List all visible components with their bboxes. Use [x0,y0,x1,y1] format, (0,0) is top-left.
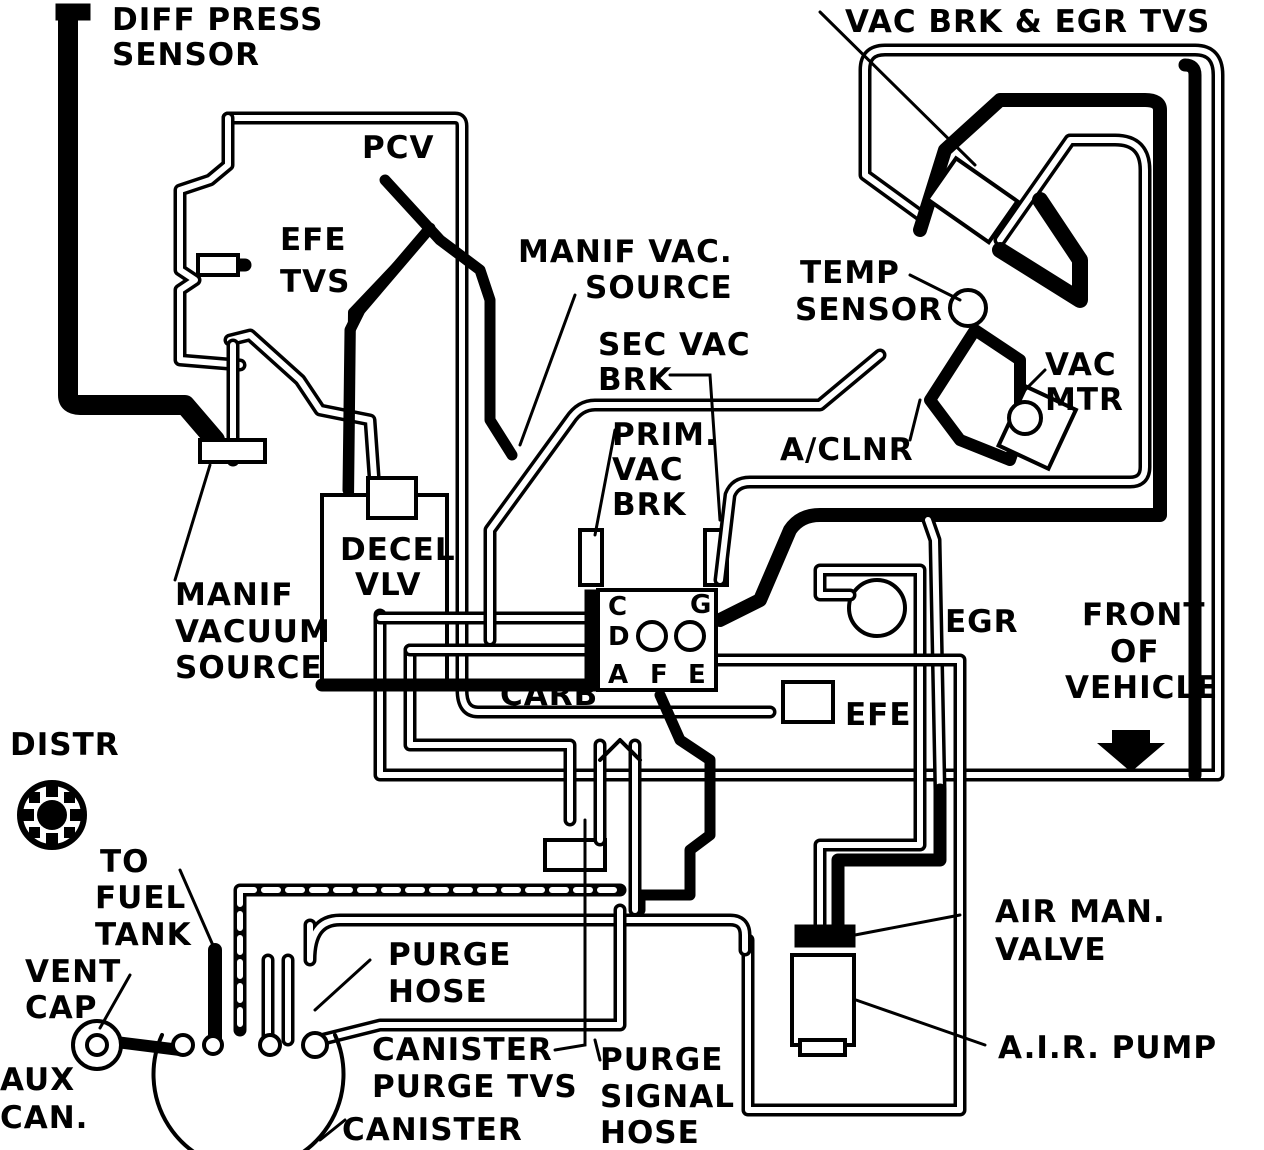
front-arrow-icon [1097,730,1165,772]
label-tank: TANK [95,917,192,953]
carb-port-circle-2 [674,620,706,652]
efe-tvs-body [196,253,240,277]
label-purge: PURGE [388,937,511,973]
label-distr: DISTR [10,727,120,763]
label-manif-vac-source: SOURCE [585,270,733,306]
label-can: CAN. [0,1100,88,1136]
label-source: SOURCE [175,650,323,686]
vac-brk-egr-tvs-body [924,155,1021,246]
label-air-man-valve: VALVE [995,932,1107,968]
label-manif: MANIF [175,577,294,613]
label-efe-tvs-2: TVS [280,264,350,300]
label-decel-vlv: VLV [355,567,421,603]
canister-purge-tvs-body [543,838,607,872]
label-purge-tvs: PURGE TVS [372,1069,578,1105]
label-purge-hose: HOSE [388,974,488,1010]
carb-port-c: C [608,592,627,622]
label-vehicle: VEHICLE [1065,670,1218,706]
label-aux: AUX [0,1062,75,1098]
label-sec-vac-brk: BRK [598,362,673,398]
carb-port-g: G [690,590,711,620]
label-prim-1: PRIM. [612,417,718,453]
label-efe: EFE [845,697,912,733]
label-purge-2: PURGE [600,1042,723,1078]
carb-port-e: E [688,660,706,690]
label-decel: DECEL [340,532,456,568]
label-prim-3: BRK [612,487,687,523]
carb-port-strip [584,589,600,681]
carburetor: C D A F E G [584,588,718,692]
label-signal: SIGNAL [600,1079,735,1115]
label-cap: CAP [25,990,97,1026]
hose-lines [55,3,1225,1150]
label-prim-2: VAC [612,452,684,488]
diff-press-sensor-cap [55,3,91,21]
label-pcv: PCV [362,130,434,166]
air-man-valve-body [794,924,856,948]
label-hose: HOSE [600,1115,700,1150]
label-vent: VENT [25,954,121,990]
efe-actuator [781,680,835,724]
label-to: TO [100,844,150,880]
vac-mtr-port [1007,400,1043,436]
label-a-clnr: A/CLNR [780,432,914,468]
label-canister-purge: CANISTER [372,1032,553,1068]
label-fuel: FUEL [95,880,186,916]
decel-valve-top [366,476,418,520]
carb-port-f: F [650,660,668,690]
egr-valve-body [847,578,907,638]
aux-can-port [171,1033,195,1057]
label-carb: CARB [500,677,598,713]
vent-cap [85,1033,109,1057]
label-diff-press-sensor: SENSOR [112,37,260,73]
label-vac-mtr-1: VAC [1045,347,1117,383]
canister-outline [151,1033,346,1150]
label-vacuum: VACUUM [175,614,331,650]
label-egr: EGR [945,604,1019,640]
label-manif-vac: MANIF VAC. [518,234,733,270]
canister-port-purge [301,1031,329,1059]
labels: DIFF PRESS SENSOR VAC BRK & EGR TVS PCV … [0,2,1218,1150]
label-temp-sensor: SENSOR [795,292,943,328]
label-diff-press: DIFF PRESS [112,2,323,38]
canister-port-1 [258,1033,282,1057]
label-sec-vac: SEC VAC [598,327,751,363]
air-pump-body [790,953,856,1047]
label-canister: CANISTER [342,1112,523,1148]
temp-sensor-body [948,288,988,328]
efe-tvs-lower-body [198,438,267,464]
label-temp: TEMP [800,255,900,291]
prim-vac-brk-connector [578,528,604,587]
label-air-pump: A.I.R. PUMP [998,1030,1217,1066]
label-vac-mtr-2: MTR [1045,382,1124,418]
canister-port-fuel-tank [202,1034,224,1056]
label-efe-tvs-1: EFE [280,222,347,258]
distributor-icon [17,780,87,850]
carb-port-a: A [608,660,628,690]
carb-port-d: D [608,622,630,652]
label-air-man: AIR MAN. [995,894,1166,930]
label-front: FRONT [1082,597,1206,633]
label-vac-brk-egr-tvs: VAC BRK & EGR TVS [845,4,1210,40]
air-pump-base [798,1038,847,1057]
carb-port-circle-1 [636,620,668,652]
label-of: OF [1110,634,1160,670]
